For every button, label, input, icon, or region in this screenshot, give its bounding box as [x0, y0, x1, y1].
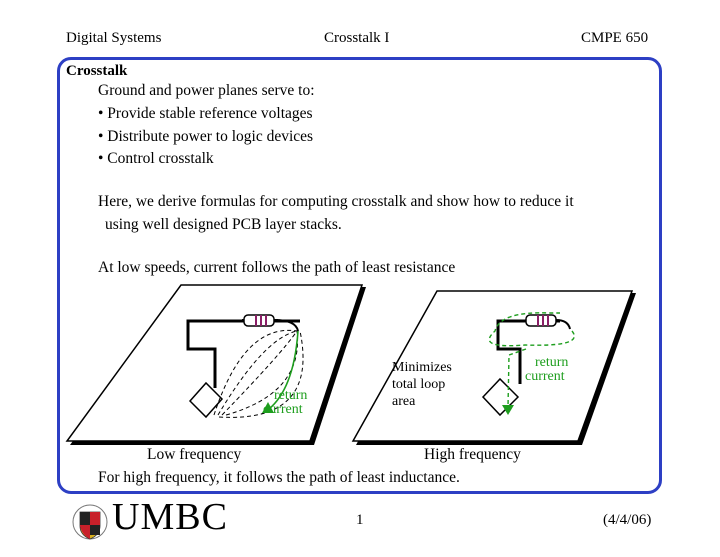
high-freq-text: For high frequency, it follows the path … [98, 469, 460, 486]
return-current-label: return [274, 388, 307, 403]
high-frequency-caption: High frequency [424, 446, 521, 463]
high-frequency-diagram: return current Minimizes total loop area [351, 290, 636, 445]
paragraph-line-2: using well designed PCB layer stacks. [105, 216, 342, 233]
return-current-path [507, 348, 527, 408]
bullet-2: • Distribute power to logic devices [98, 128, 314, 145]
signal-trace [496, 319, 560, 384]
intro-text: Ground and power planes serve to: [98, 82, 315, 99]
bullet-3: • Control crosstalk [98, 150, 214, 167]
slide-frame [57, 57, 662, 494]
return-current-label: current [525, 369, 565, 384]
resistor-wire [555, 319, 571, 330]
return-path [217, 330, 298, 416]
driver-icon [188, 381, 224, 419]
return-path [218, 330, 304, 418]
umbc-logo: UMBC [112, 496, 228, 538]
loop-area-note: total loop [392, 377, 445, 392]
resistor-wire [273, 319, 299, 332]
return-path [221, 330, 298, 416]
return-current-label: current [263, 402, 303, 417]
return-current-arrow [502, 405, 514, 415]
low-speed-text: At low speeds, current follows the path … [98, 259, 456, 276]
slide-date: (4/4/06) [603, 512, 652, 528]
header-topic: Crosstalk I [324, 30, 390, 46]
page-number: 1 [356, 512, 364, 528]
resistor-icon [243, 314, 275, 327]
header-course: Digital Systems [66, 30, 162, 46]
loop-area-note: Minimizes [392, 360, 452, 375]
paragraph-line-1: Here, we derive formulas for computing c… [98, 193, 574, 210]
resistor-icon [525, 314, 557, 327]
driver-icon [481, 377, 520, 417]
slide-title: Crosstalk [66, 63, 128, 79]
pcb-plane [351, 290, 634, 442]
return-current-path [488, 312, 575, 347]
low-frequency-caption: Low frequency [147, 446, 242, 463]
header-code: CMPE 650 [581, 30, 649, 46]
low-frequency-diagram: return current [65, 284, 366, 445]
loop-area-note: area [392, 394, 416, 409]
return-current-label: return [535, 355, 568, 370]
bullet-1: • Provide stable reference voltages [98, 105, 313, 122]
return-current-path [268, 330, 299, 410]
return-current-arrow [262, 402, 274, 413]
umbc-seal-icon [72, 504, 108, 540]
